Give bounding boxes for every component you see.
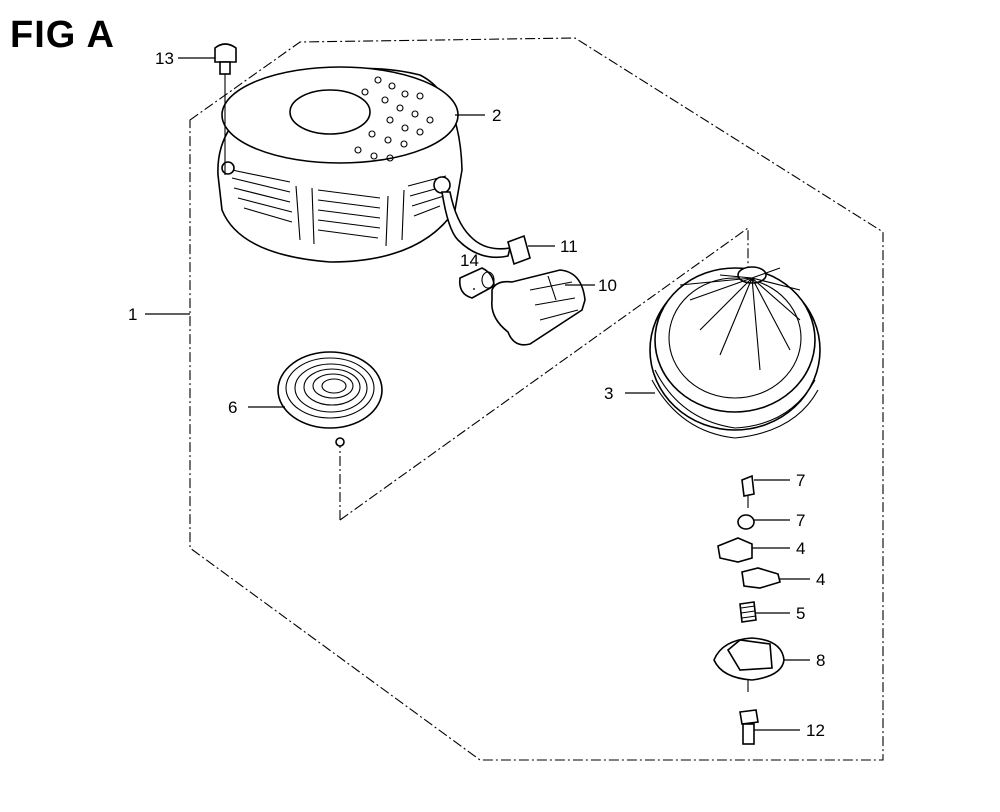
bolt [214,43,237,175]
callout-14: 14 [460,251,479,270]
callout-7: 7 [796,471,805,490]
callout-4: 4 [796,539,805,558]
ratchet-pawl [717,537,753,563]
leader-lines [145,57,810,731]
friction-plate [713,637,785,692]
ratchet-pawl-2 [741,567,781,589]
callout-7-second: 7 [796,511,805,530]
callout-12: 12 [806,721,825,740]
callout-3: 3 [604,384,613,403]
starter-grip [491,269,586,346]
pawl-spring-2 [737,514,755,530]
pawl-spring [741,474,755,508]
callout-5: 5 [796,604,805,623]
callout-1: 1 [128,305,137,324]
callout-4-second: 4 [816,570,825,589]
callout-11: 11 [560,237,578,256]
recoil-reel [649,266,821,439]
assembly-boundary [189,37,884,761]
starter-case [217,66,463,263]
callout-8: 8 [816,651,825,670]
friction-spring [739,601,757,623]
callout-6: 6 [228,398,237,417]
starter-rope [441,191,531,266]
recoil-spring [277,351,383,447]
setting-bolt [739,709,759,745]
grommet [458,267,495,299]
callout-10: 10 [598,276,617,295]
callout-2: 2 [492,106,501,125]
figure-title: FIG A [10,14,115,56]
callout-13: 13 [155,49,174,68]
